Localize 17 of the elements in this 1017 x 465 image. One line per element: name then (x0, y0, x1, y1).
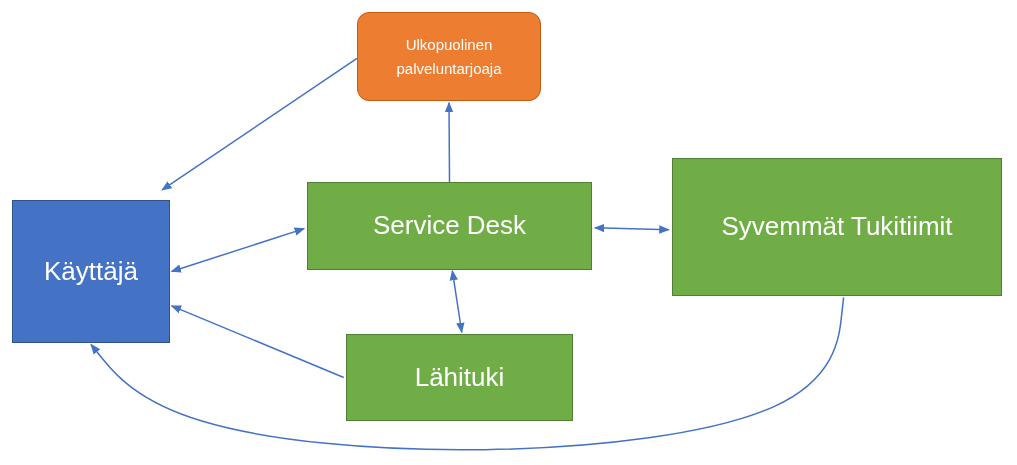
node-label: Käyttäjä (44, 255, 138, 288)
node-label: Lähituki (414, 361, 505, 394)
arrow (449, 269, 465, 334)
user-box (12, 200, 170, 343)
team-box (672, 158, 1002, 296)
arrow (170, 227, 306, 273)
arrow (444, 101, 454, 183)
arrow (170, 305, 345, 379)
arrow (593, 223, 670, 234)
team-box (307, 182, 592, 270)
team-box (346, 334, 573, 421)
node-label: Syvemmät Tukitiimit (721, 211, 953, 243)
arrow (90, 296, 845, 451)
provider-box (357, 12, 541, 101)
arrow (161, 57, 358, 191)
node-label: Ulkopuolinen palveluntarjoaja (395, 34, 503, 79)
node-label: Service Desk (372, 210, 527, 242)
